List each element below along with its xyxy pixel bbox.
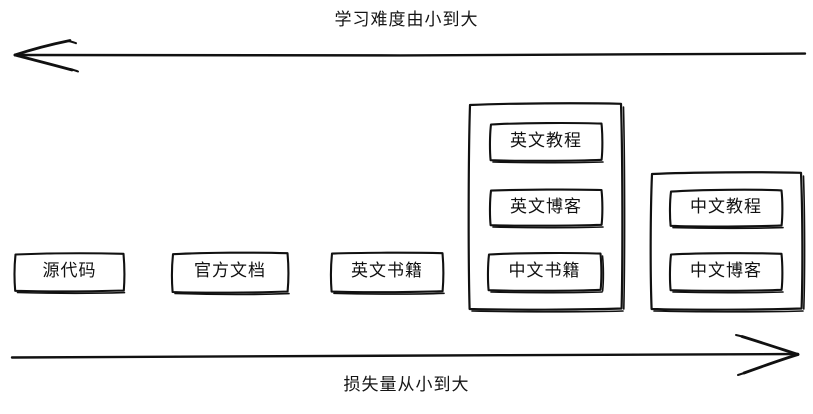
node-official-docs[interactable] [171,251,289,294]
node-box-english-books[interactable] [329,251,445,295]
node-box-official-docs[interactable] [170,251,290,296]
node-english-books[interactable] [330,251,444,294]
node-chinese-books[interactable] [487,252,603,293]
loss-arrow [10,334,800,376]
node-box-english-blog[interactable] [488,188,604,229]
group-container-2[interactable] [649,171,806,313]
node-box-chinese-books[interactable] [486,251,605,294]
node-english-tutorial[interactable] [489,122,603,162]
node-box-english-tutorial[interactable] [488,121,604,164]
node-box-source-code[interactable] [13,252,126,295]
group-container-1[interactable] [467,102,626,313]
bottom-axis-label: 损失量从小到大 [343,375,470,395]
top-axis-label: 学习难度由小到大 [334,10,479,30]
node-box-chinese-tutorial[interactable] [668,188,784,230]
node-box-chinese-blog[interactable] [668,252,784,294]
node-source-code[interactable] [14,252,126,293]
node-english-blog[interactable] [489,188,603,227]
node-chinese-blog[interactable] [669,252,783,293]
node-chinese-tutorial[interactable] [669,188,783,228]
difficulty-arrow [13,39,807,73]
